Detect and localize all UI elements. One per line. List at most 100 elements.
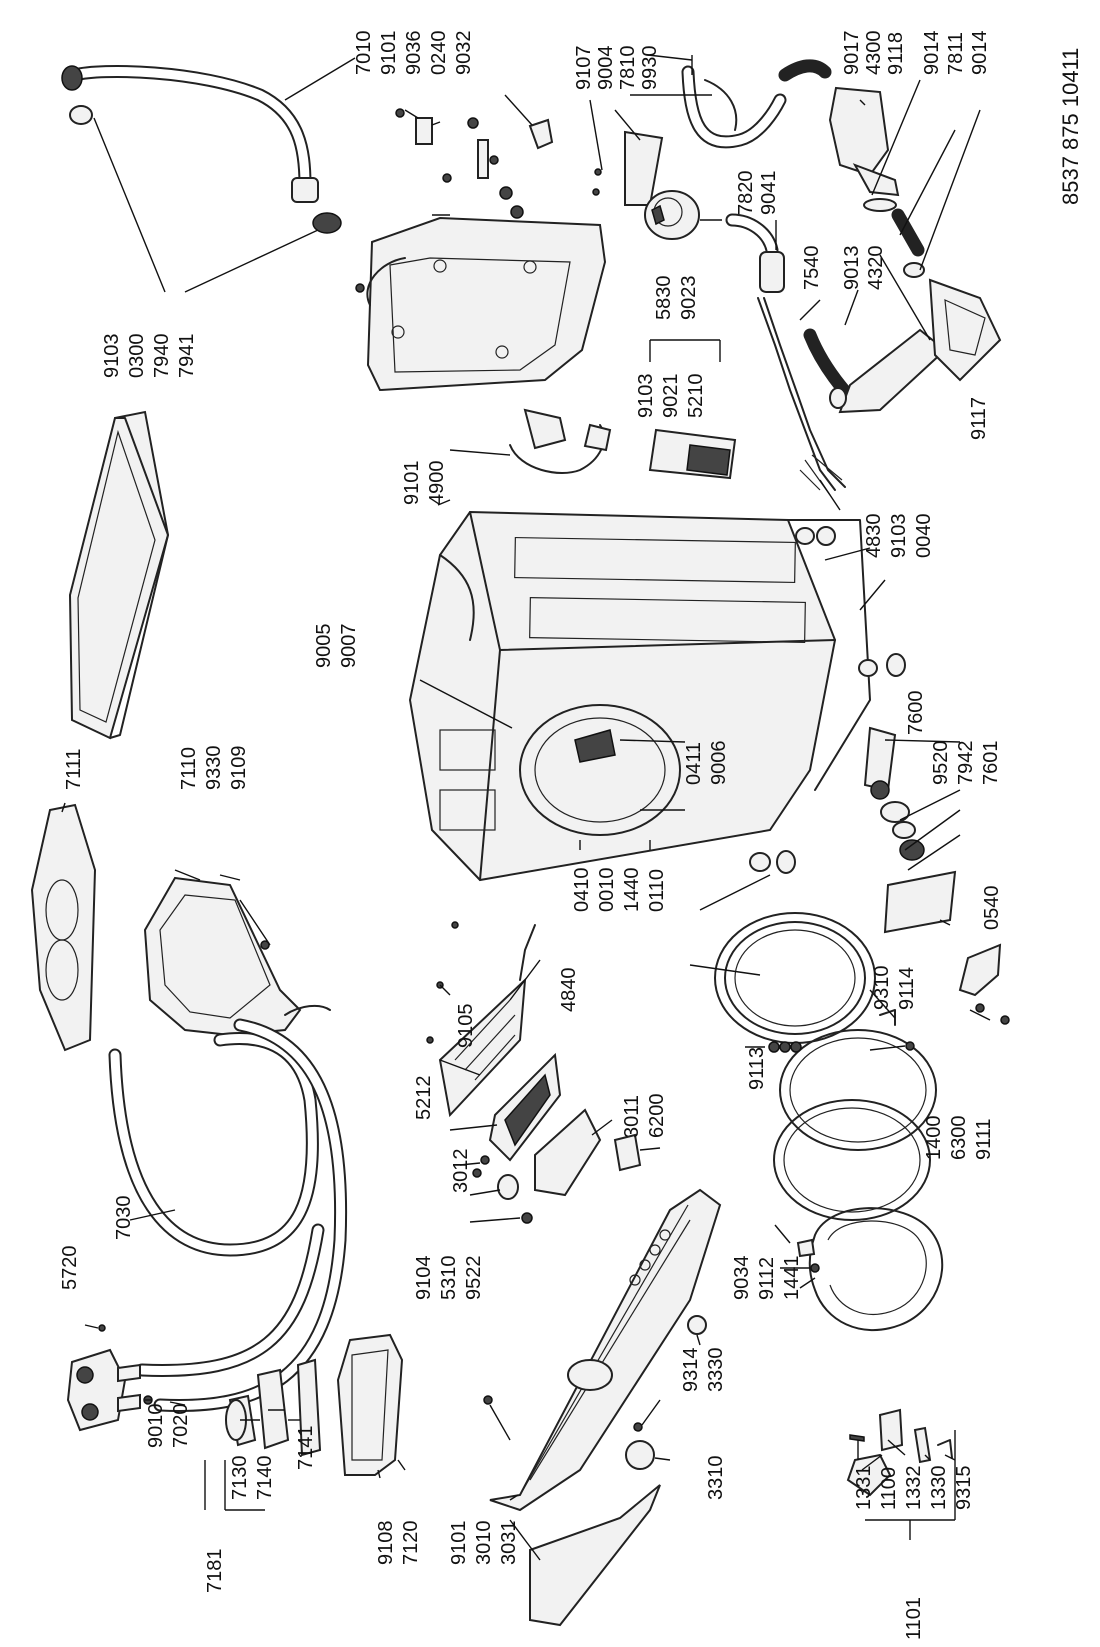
cabinet-feet (749, 526, 906, 874)
part-label: 7120 (400, 1521, 422, 1566)
part-label: 9014 (969, 31, 991, 76)
part-label: 4320 (865, 246, 887, 291)
part-label: 9111 (973, 1118, 995, 1160)
part-label: 1332 (903, 1466, 925, 1511)
part-label: 1331 (853, 1466, 875, 1511)
control-module (648, 428, 737, 480)
part-label: 7942 (955, 741, 977, 786)
part-label: 9117 (968, 397, 990, 440)
part-label: 7111 (63, 748, 85, 790)
part-label: 0010 (596, 868, 618, 913)
part-label: 7110 (178, 747, 200, 790)
cabinet (408, 510, 871, 882)
pressure-hose (725, 213, 785, 293)
part-label: 9112 (756, 1257, 778, 1300)
part-label: 1441 (781, 1256, 803, 1301)
part-label: 9314 (680, 1348, 702, 1393)
part-label: 6300 (948, 1116, 970, 1161)
part-label: 9013 (841, 246, 863, 291)
part-label: 7010 (353, 31, 375, 76)
part-label: 7600 (905, 691, 927, 736)
part-label: 9007 (338, 624, 360, 669)
pressure-switch (644, 190, 700, 240)
fascia-panel (529, 1484, 661, 1627)
part-label: 9041 (758, 171, 780, 216)
part-label: 7820 (735, 171, 757, 216)
part-label: 3012 (450, 1149, 472, 1194)
part-label: 6200 (646, 1094, 668, 1139)
detergent-housing (30, 803, 331, 1052)
hardware-screws-top (355, 108, 554, 293)
part-label: 9108 (375, 1521, 397, 1566)
part-label: 9310 (871, 966, 893, 1011)
door-seal (714, 912, 876, 1044)
part-label: 1400 (923, 1116, 945, 1161)
part-label: 5830 (653, 276, 675, 321)
part-label: 9101 (401, 461, 423, 506)
part-label: 9023 (678, 276, 700, 321)
rear-frame (366, 216, 607, 392)
part-label: 7181 (204, 1549, 226, 1594)
pump-assembly (778, 59, 925, 278)
part-label: 7940 (151, 334, 173, 379)
part-label: 9118 (885, 32, 907, 75)
part-label: 9005 (313, 624, 335, 669)
detergent-drawer (225, 1333, 404, 1476)
part-label: 5310 (438, 1256, 460, 1301)
part-label: 7601 (980, 741, 1002, 786)
door-handle-kit (846, 1408, 953, 1497)
part-label: 7141 (295, 1426, 317, 1471)
part-label: 9330 (203, 746, 225, 791)
part-label: 7130 (229, 1456, 251, 1501)
part-label: 9004 (595, 46, 617, 91)
part-label: 0540 (981, 886, 1003, 931)
part-label: 0300 (126, 334, 148, 379)
part-labels: 8537 875 10411 7010 9101 9036 0240 9032 … (59, 31, 1083, 1641)
part-label: 9103 (888, 514, 910, 559)
pump-filter (863, 726, 925, 861)
inlet-hose (61, 65, 342, 234)
catalog-number: 8537 875 10411 (1058, 48, 1083, 205)
control-panel (489, 1188, 722, 1512)
part-label: 9113 (746, 1047, 768, 1090)
encoder (472, 1155, 533, 1405)
wiring-harness (757, 297, 846, 496)
part-label: 9036 (403, 31, 425, 76)
part-label: 9315 (953, 1466, 975, 1511)
part-label: 9103 (635, 374, 657, 419)
program-knob (625, 1315, 707, 1470)
part-label: 4300 (863, 31, 885, 76)
part-label: 9101 (378, 31, 400, 76)
part-label: 5720 (59, 1246, 81, 1291)
part-label: 1330 (928, 1466, 950, 1511)
part-label: 7020 (170, 1404, 192, 1449)
part-label: 9006 (708, 741, 730, 786)
part-label: 9522 (463, 1256, 485, 1301)
leader-lines (61, 54, 991, 1561)
top-cover (68, 410, 170, 740)
door-hardware (768, 1009, 915, 1273)
part-label: 3330 (705, 1348, 727, 1393)
drain-hose-7810 (681, 65, 787, 149)
door-ring (773, 1029, 937, 1221)
part-label: 7810 (617, 46, 639, 91)
part-label: 4900 (426, 461, 448, 506)
part-label: 0410 (571, 868, 593, 913)
bracket-9004 (592, 130, 664, 206)
part-label: 9109 (228, 746, 250, 791)
part-label: 7811 (945, 32, 967, 75)
part-label: 1440 (621, 868, 643, 913)
part-label: 9014 (921, 31, 943, 76)
part-label: 5212 (413, 1076, 435, 1121)
part-label: 5210 (685, 374, 707, 419)
part-label: 0411 (683, 742, 705, 785)
inlet-valve (66, 1324, 153, 1432)
part-label: 1101 (903, 1597, 925, 1640)
part-label: 1100 (878, 1467, 900, 1510)
part-label: 9101 (448, 1521, 470, 1566)
part-label: 9930 (639, 46, 661, 91)
part-label: 9114 (896, 967, 918, 1010)
part-label: 3031 (498, 1521, 520, 1566)
door-hinge (958, 943, 1010, 1025)
